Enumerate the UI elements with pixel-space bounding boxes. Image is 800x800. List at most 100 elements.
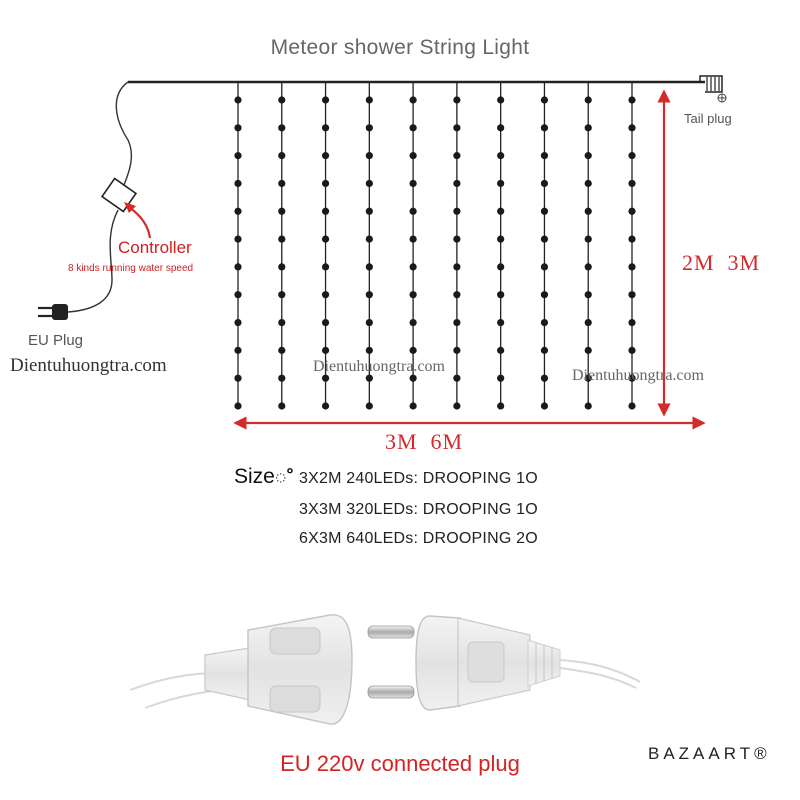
led-bulb: [585, 263, 592, 270]
led-bulb: [322, 291, 329, 298]
led-bulb: [453, 291, 460, 298]
led-bulb: [585, 347, 592, 354]
led-bulb: [453, 347, 460, 354]
led-bulb: [234, 96, 241, 103]
led-bulb: [453, 319, 460, 326]
led-bulb: [278, 96, 285, 103]
led-bulb: [453, 208, 460, 215]
led-bulb: [585, 402, 592, 409]
led-bulb: [585, 96, 592, 103]
led-bulb: [234, 347, 241, 354]
led-bulb: [234, 124, 241, 131]
led-bulb: [628, 319, 635, 326]
led-bulb: [453, 152, 460, 159]
led-bulb: [234, 263, 241, 270]
led-bulb: [628, 402, 635, 409]
led-bulb: [410, 152, 417, 159]
led-bulb: [628, 263, 635, 270]
height-dimension-label: 2M 3M: [682, 250, 760, 276]
led-bulb: [410, 180, 417, 187]
led-bulb: [322, 180, 329, 187]
led-bulb: [497, 235, 504, 242]
led-bulb: [322, 347, 329, 354]
led-bulb: [497, 375, 504, 382]
led-bulb: [497, 208, 504, 215]
led-bulb: [366, 124, 373, 131]
eu-plug-icon: [38, 304, 68, 320]
led-bulb: [497, 291, 504, 298]
led-bulb: [366, 235, 373, 242]
led-bulb: [234, 152, 241, 159]
led-bulb: [453, 96, 460, 103]
led-bulb: [453, 263, 460, 270]
led-bulb: [278, 347, 285, 354]
led-bulb: [541, 319, 548, 326]
led-bulb: [322, 124, 329, 131]
led-bulb: [410, 263, 417, 270]
led-bulb: [366, 263, 373, 270]
watermark: Dientuhuongtra.com: [10, 355, 167, 377]
watermark: Dientuhuongtra.com: [572, 367, 704, 385]
brand-logo: BAZAART®: [648, 744, 771, 764]
led-bulb: [585, 235, 592, 242]
led-bulb: [322, 152, 329, 159]
led-bulb: [410, 124, 417, 131]
led-bulb: [497, 124, 504, 131]
led-bulb: [497, 152, 504, 159]
size-label: Sizeೳ: [234, 465, 293, 495]
led-bulb: [628, 124, 635, 131]
led-bulb: [628, 152, 635, 159]
led-bulb: [234, 319, 241, 326]
led-bulb: [628, 180, 635, 187]
led-bulb: [366, 180, 373, 187]
led-bulb: [628, 347, 635, 354]
led-bulb: [497, 96, 504, 103]
led-bulb: [453, 375, 460, 382]
width-dimension-label: 3M 6M: [385, 429, 463, 455]
led-bulb: [410, 208, 417, 215]
eu-plug-label: EU Plug: [28, 332, 83, 349]
led-bulb: [234, 208, 241, 215]
led-bulb: [322, 235, 329, 242]
led-bulb: [628, 96, 635, 103]
led-bulb: [234, 291, 241, 298]
led-bulb: [453, 124, 460, 131]
led-bulb: [541, 291, 548, 298]
led-bulb: [541, 152, 548, 159]
led-bulb: [585, 291, 592, 298]
led-bulb: [628, 235, 635, 242]
led-bulb: [410, 319, 417, 326]
led-bulb: [453, 235, 460, 242]
led-bulb: [497, 180, 504, 187]
diagram-title: Meteor shower String Light: [0, 36, 800, 60]
led-bulb: [322, 208, 329, 215]
led-bulb: [234, 180, 241, 187]
led-bulb: [366, 208, 373, 215]
led-bulb: [234, 375, 241, 382]
led-bulb: [278, 180, 285, 187]
controller-label: Controller: [118, 238, 192, 258]
led-bulb: [541, 235, 548, 242]
tail-plug-icon: [700, 76, 726, 102]
led-bulb: [541, 180, 548, 187]
led-bulb: [278, 319, 285, 326]
led-bulb: [497, 319, 504, 326]
led-bulb: [453, 402, 460, 409]
led-bulb: [322, 263, 329, 270]
led-bulb: [628, 208, 635, 215]
eu-plug-illustration: [130, 615, 640, 724]
led-bulb: [585, 152, 592, 159]
led-bulb: [366, 319, 373, 326]
led-bulb: [234, 402, 241, 409]
spec-row: 3X3M 320LEDs: DROOPING 1O: [299, 501, 538, 519]
led-bulb: [366, 402, 373, 409]
watermark: Dientuhuongtra.com: [313, 358, 445, 376]
led-bulb: [322, 402, 329, 409]
led-bulb: [366, 96, 373, 103]
spec-row: 3X2M 240LEDs: DROOPING 1O: [299, 470, 538, 488]
tail-plug-label: Tail plug: [684, 111, 732, 126]
led-bulb: [234, 235, 241, 242]
led-bulb: [278, 263, 285, 270]
led-bulb: [410, 402, 417, 409]
